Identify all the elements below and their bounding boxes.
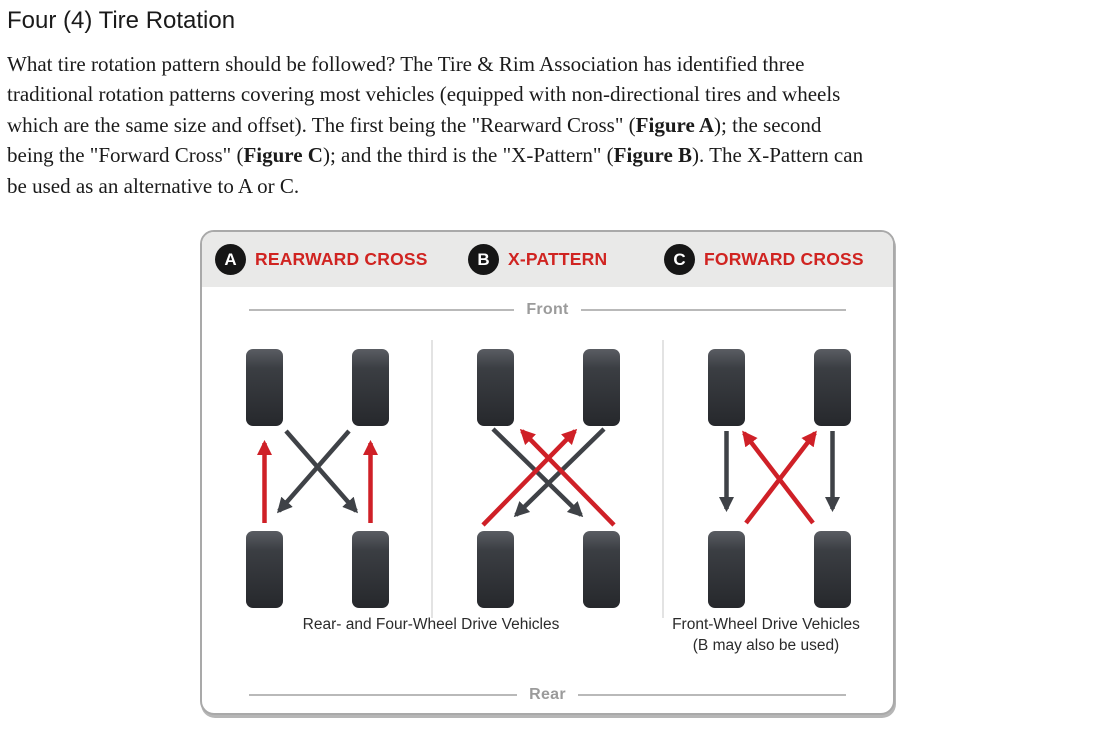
front-divider: Front — [202, 300, 893, 320]
paragraph-line: What tire rotation pattern should be fol… — [7, 52, 805, 76]
rear-divider: Rear — [202, 685, 893, 705]
badge-b: B — [468, 244, 499, 276]
paragraph-line: traditional rotation patterns covering m… — [7, 82, 841, 107]
red-arrow-cross-up-left — [741, 430, 815, 525]
legend-label-rearward-cross: REARWARD CROSS — [255, 249, 428, 270]
paragraph-line: being the "Forward Cross" (Figure C); an… — [7, 143, 864, 168]
red-arrow-cross-up-right — [480, 428, 577, 527]
page-title: Four (4) Tire Rotation — [7, 7, 236, 34]
tire-front-left — [707, 349, 745, 427]
tire-rear-left — [707, 531, 745, 609]
divider-line — [249, 309, 515, 312]
caption-front-wheel-drive: Front-Wheel Drive Vehicles (B may also b… — [662, 614, 870, 656]
red-arrow-cross-up-left — [519, 428, 616, 527]
badge-c: C — [664, 244, 695, 276]
legend-item-rearward-cross: A REARWARD CROSS — [215, 232, 428, 287]
divider-line — [249, 694, 518, 697]
tire-front-right — [813, 349, 851, 427]
tire-rear-right — [813, 531, 851, 609]
body-paragraph: What tire rotation pattern should be fol… — [7, 49, 1092, 201]
tire-rear-left — [476, 531, 514, 609]
diagram-legend: A REARWARD CROSS B X-PATTERN C FORWARD C… — [202, 232, 893, 288]
tire-rotation-diagram: A REARWARD CROSS B X-PATTERN C FORWARD C… — [200, 230, 895, 716]
front-label: Front — [526, 301, 569, 319]
dark-arrow-cross-down-right — [283, 429, 358, 514]
figures-row — [202, 340, 893, 619]
caption-front-wheel-line1: Front-Wheel Drive Vehicles — [672, 616, 860, 634]
rear-label: Rear — [529, 686, 566, 704]
caption-front-wheel-line2: (B may also be used) — [692, 637, 840, 655]
figure-a-rearward-cross — [202, 340, 431, 618]
legend-label-x-pattern: X-PATTERN — [508, 249, 608, 270]
paragraph-line: which are the same size and offset). The… — [7, 112, 822, 137]
legend-item-x-pattern: B X-PATTERN — [468, 232, 607, 287]
tire-rear-right — [582, 531, 620, 609]
tire-front-right — [351, 349, 389, 427]
badge-a: A — [215, 244, 246, 276]
divider-line — [577, 694, 846, 697]
paragraph-line: be used as an alternative to A or C. — [7, 173, 300, 198]
tire-rear-left — [245, 531, 283, 609]
divider-line — [580, 309, 846, 312]
tire-front-left — [476, 349, 514, 427]
tire-front-left — [245, 349, 283, 427]
legend-label-forward-cross: FORWARD CROSS — [704, 249, 864, 270]
legend-item-forward-cross: C FORWARD CROSS — [664, 232, 864, 287]
tire-rear-right — [351, 531, 389, 609]
tire-front-right — [582, 349, 620, 427]
dark-arrow-cross-down-left — [276, 429, 351, 514]
figure-b-x-pattern — [431, 340, 662, 619]
figure-c-forward-cross — [662, 340, 893, 619]
caption-rear-four-wheel-drive: Rear- and Four-Wheel Drive Vehicles — [302, 616, 560, 634]
